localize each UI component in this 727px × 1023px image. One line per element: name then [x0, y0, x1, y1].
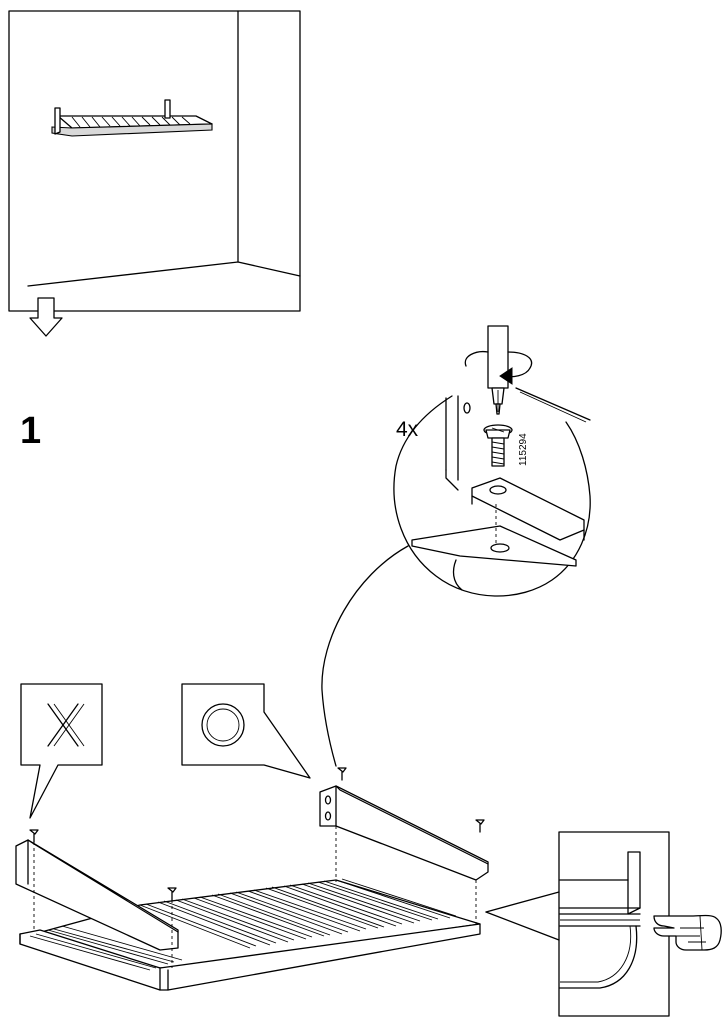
screw-icon — [483, 424, 513, 467]
part-number-label-wrap: 115294 — [518, 433, 529, 506]
down-arrow-icon — [29, 297, 63, 337]
correct-callout — [181, 683, 311, 779]
right-bracket — [319, 785, 489, 881]
screw-markers — [29, 767, 485, 901]
shelf-rods — [29, 879, 451, 971]
left-bracket — [15, 839, 179, 951]
circle-icon — [201, 703, 245, 747]
step-number: 1 — [20, 410, 42, 452]
incorrect-callout — [20, 683, 103, 819]
screw-quantity-label: 4x — [396, 418, 419, 441]
shelf-assembly — [15, 767, 489, 991]
detail-connector — [321, 545, 409, 767]
x-mark-icon — [47, 703, 85, 747]
screwdriver-icon — [464, 325, 533, 415]
mounted-shelf-illustration — [51, 99, 213, 137]
overview-panel — [8, 10, 301, 312]
detail-magnifier — [393, 387, 591, 597]
part-number-label: 115294 — [518, 433, 529, 466]
pointing-hand-icon — [653, 914, 722, 951]
edge-detail-panel — [485, 831, 670, 1017]
